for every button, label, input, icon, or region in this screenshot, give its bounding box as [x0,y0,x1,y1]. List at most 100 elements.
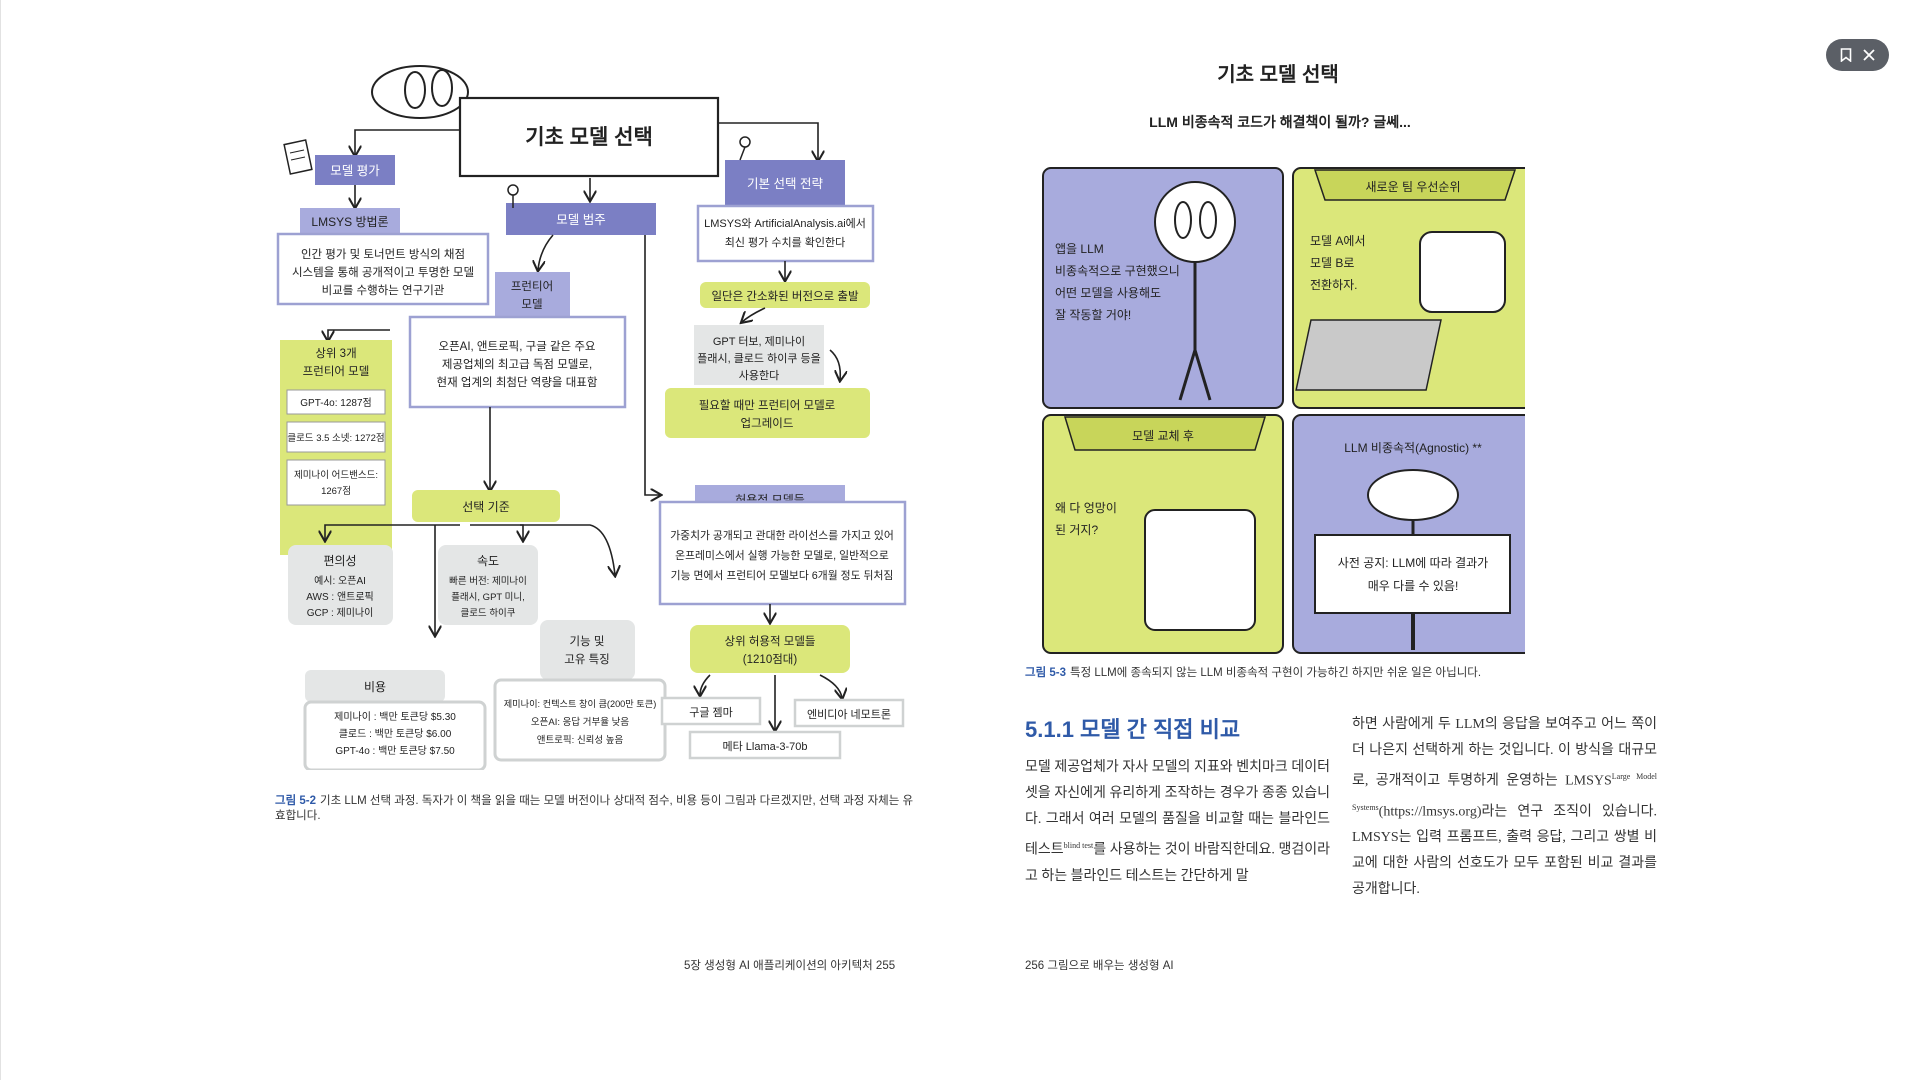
meta-box [688,730,842,760]
top3-item [286,421,386,453]
viewer-controls [1826,39,1889,71]
open-desc-3: 기능 면에서 프런티어 모델보다 6개월 정도 뒤처짐 [671,569,894,582]
frontier-1: 프런티어 [511,280,553,293]
upgrade-2: 업그레이드 [741,417,794,430]
category-label: 모델 범주 [556,213,605,227]
top3-item [286,389,386,415]
upgrade-1: 필요할 때만 프런티어 모델로 [699,398,836,412]
cost-label: 비용 [364,680,386,694]
speed-label: 속도 [477,554,499,568]
unique-2: 고유 특징 [564,653,610,666]
p3-banner: 모델 교체 후 [1132,429,1194,443]
col2-text-b: (https://lmsys.org)라는 연구 조직이 있습니다. LMSYS… [1352,804,1657,898]
lmsys-desc-3: 비교를 수행하는 연구기관 [322,283,445,297]
p4-title: LLM 비종속적(Agnostic) ** [1344,441,1482,455]
stick-figure-icon [739,136,751,161]
right-page-subtitle: LLM 비종속적 코드가 해결책이 될까? 글쎄... [1149,114,1411,130]
p2-line-1: 모델 A에서 [1310,234,1366,248]
simple-start-label: 일단은 간소화된 버전으로 출발 [711,289,859,303]
criteria-box [412,490,560,522]
convenience-box [288,545,393,625]
top-open-1: 상위 허용적 모델들 [724,634,815,648]
comic-panel-2: 새로운 팀 우선순위 모델 A에서 모델 B로 전환하자. [1292,167,1525,409]
frontier-desc-1: 오픈AI, 앤트로픽, 구글 같은 주요 [439,340,596,353]
lmsys-desc-box [276,232,490,306]
bookmark-icon[interactable] [1836,45,1856,65]
p3-line-2: 된 거지? [1055,523,1098,537]
default-desc-box [696,204,875,263]
diagram-title-box [458,96,720,178]
section-title: 5.1.1 모델 간 직접 비교 [1025,717,1241,742]
convenience-label: 편의성 [323,554,356,568]
caption-label: 그림 5-3 [1025,667,1066,679]
p2-banner: 새로운 팀 우선순위 [1366,180,1461,194]
open-desc-1: 가중치가 공개되고 관대한 라이선스를 가지고 있어 [670,529,894,542]
default-desc-1: LMSYS와 ArtificialAnalysis.ai에서 [704,217,866,230]
default-desc-2: 최신 평가 수치를 확인한다 [725,236,846,249]
lmsys-desc-1: 인간 평가 및 토너먼트 방식의 채점 [301,248,465,261]
comic-panel-3: 모델 교체 후 왜 다 엉망이 된 거지? [1042,414,1284,654]
body-column-2: 하면 사람에게 두 LLM의 응답을 보여주고 어느 쪽이 더 나은지 선택하게… [1352,712,1657,903]
unique-desc-2: 오픈AI: 응답 거부율 낮음 [531,716,629,728]
top3-item-1: GPT-4o: 1287점 [300,397,371,409]
unique-box [540,620,635,680]
p1-line-4: 잘 작동할 거야! [1055,308,1131,322]
nvidia-box [793,698,905,728]
selection-flow-diagram: 기초 모델 선택 모델 평가 LMSYS 방법론 인간 평가 및 토너먼트 방식… [276,65,907,770]
close-icon[interactable] [1859,45,1879,65]
col1-text-b: 를 사용하는 것이 바람직한데요. 맹검이라고 하는 블라인드 테스트는 간단하… [1025,842,1330,884]
frontier-desc-3: 현재 업계의 최첨단 역량을 대표함 [437,376,598,389]
top3-title-2: 프런티어 모델 [303,364,370,378]
speed-1: 빠른 버전: 제미나이 [449,576,527,587]
meta-label: 메타 Llama-3-70b [722,740,807,753]
caption-text: 특정 LLM에 종속되지 않는 LLM 비종속적 구현이 가능하긴 하지만 쉬운… [1069,667,1482,679]
unique-1: 기능 및 [570,635,605,648]
convenience-1: 예시: 오픈AI [314,575,366,587]
p1-line-1: 앱을 LLM [1055,242,1104,256]
lmsys-desc-2: 시스템을 통해 공개적이고 투명한 모델 [292,265,474,279]
convenience-3: GCP : 제미나이 [307,607,374,619]
comic-panel-4: LLM 비종속적(Agnostic) ** 사전 공지: LLM에 따라 결과가… [1292,414,1525,654]
frontier-desc-box [408,315,627,409]
open-desc-box [658,500,907,606]
frontier-2: 모델 [521,297,542,311]
open-desc-2: 온프레미스에서 실행 가능한 모델로, 일반적으로 [675,548,889,562]
speed-2: 플래시, GPT 미니, [451,592,525,603]
upgrade-box [665,388,870,438]
top3-item [286,459,386,506]
default-box [725,160,845,206]
criteria-label: 선택 기준 [462,500,510,514]
top-open-box [690,625,850,673]
caption-label: 그림 5-2 [275,795,316,807]
top3-item-3b: 1267점 [321,485,351,497]
google-box [660,696,762,726]
cost-3: GPT-4o : 백만 토큰당 $7.50 [335,745,455,757]
p4-sign-1: 사전 공지: LLM에 따라 결과가 [1338,556,1488,570]
p1-line-3: 어떤 모델을 사용해도 [1055,286,1161,300]
unique-desc-1: 제미나이: 컨텍스트 창이 큼(200만 토큰) [504,699,657,709]
frontier-box [495,272,570,317]
lmsys-method-box [300,208,400,234]
default-label: 기본 선택 전략 [747,177,823,191]
cost-desc-box [303,700,487,770]
speed-box [438,545,538,625]
page-footer-left: 5장 생성형 AI 애플리케이션의 아키텍처 255 [684,960,896,972]
top3-title-1: 상위 3개 [315,347,356,360]
p2-line-3: 전환하자. [1310,278,1358,292]
eval-box [315,155,395,185]
lmsys-method-label: LMSYS 방법론 [311,215,388,229]
right-page-title: 기초 모델 선택 [1217,64,1339,86]
stick-figure-icon [507,184,519,208]
caption-text: 기초 LLM 선택 과정. 독자가 이 책을 읽을 때는 모델 버전이나 상대적… [275,795,914,822]
unique-desc-3: 앤트로픽: 신뢰성 높음 [537,735,624,746]
page-footer-right: 256 그림으로 배우는 생성형 AI [1025,960,1174,972]
comic-strip: 앱을 LLM 비종속적으로 구현했으니 어떤 모델을 사용해도 잘 작동할 거야… [1042,167,1525,654]
eval-label: 모델 평가 [330,164,380,178]
google-label: 구글 젬마 [689,706,733,719]
comic-panel-1: 앱을 LLM 비종속적으로 구현했으니 어떤 모델을 사용해도 잘 작동할 거야… [1042,167,1284,409]
cost-label-box [305,670,445,702]
simple-models-1: GPT 터보, 제미나이 [713,335,805,348]
speed-3: 클로드 하이쿠 [460,607,515,619]
